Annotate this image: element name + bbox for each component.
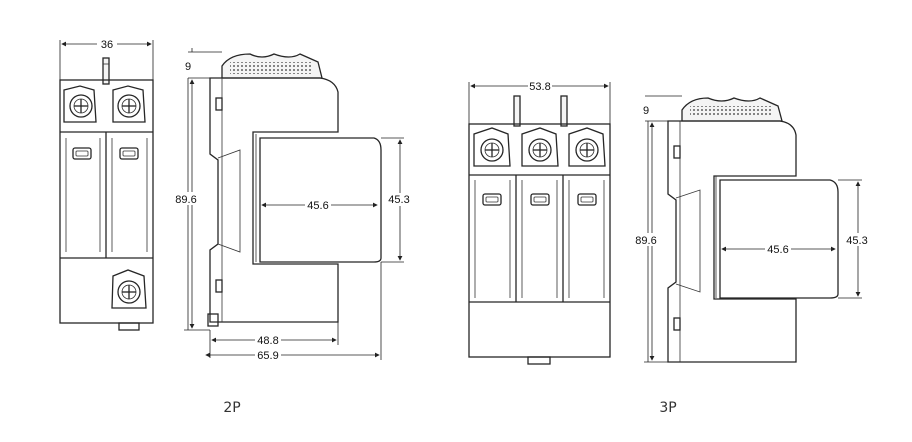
dim-2p-height: 89.6	[175, 194, 196, 206]
dim-3p-inner-height: 45.3	[846, 235, 867, 247]
dim-2p-total-depth: 65.9	[257, 350, 278, 362]
front-view-3p: 53.8	[468, 79, 611, 365]
dim-2p-base-width: 48.8	[257, 335, 278, 347]
terminal-screw-icon	[528, 138, 552, 162]
side-view-3p: 9 89.6 45.6 45.3	[634, 95, 870, 363]
front-view-2p: 36	[59, 36, 154, 331]
caption-2p: 2P	[223, 400, 240, 416]
terminal-screw-icon	[575, 138, 599, 162]
dim-2p-inner-height: 45.3	[388, 194, 409, 206]
terminal-screw-icon	[69, 94, 93, 118]
dim-2p-top-offset: 9	[185, 61, 191, 73]
dim-3p-height: 89.6	[635, 235, 656, 247]
dim-3p-top-offset: 9	[643, 105, 649, 117]
terminal-screw-icon	[117, 280, 141, 304]
caption-3p: 3P	[659, 400, 676, 416]
dim-2p-width: 36	[101, 39, 113, 51]
dim-2p-inner-width: 45.6	[307, 200, 328, 212]
terminal-screw-icon	[480, 138, 504, 162]
side-view-2p: 9 89.6 45.6 45.3	[174, 48, 412, 362]
grip-texture	[230, 62, 312, 74]
grip-texture	[690, 106, 772, 117]
dim-3p-inner-width: 45.6	[767, 244, 788, 256]
terminal-screw-icon	[117, 94, 141, 118]
dim-3p-width: 53.8	[529, 81, 550, 93]
